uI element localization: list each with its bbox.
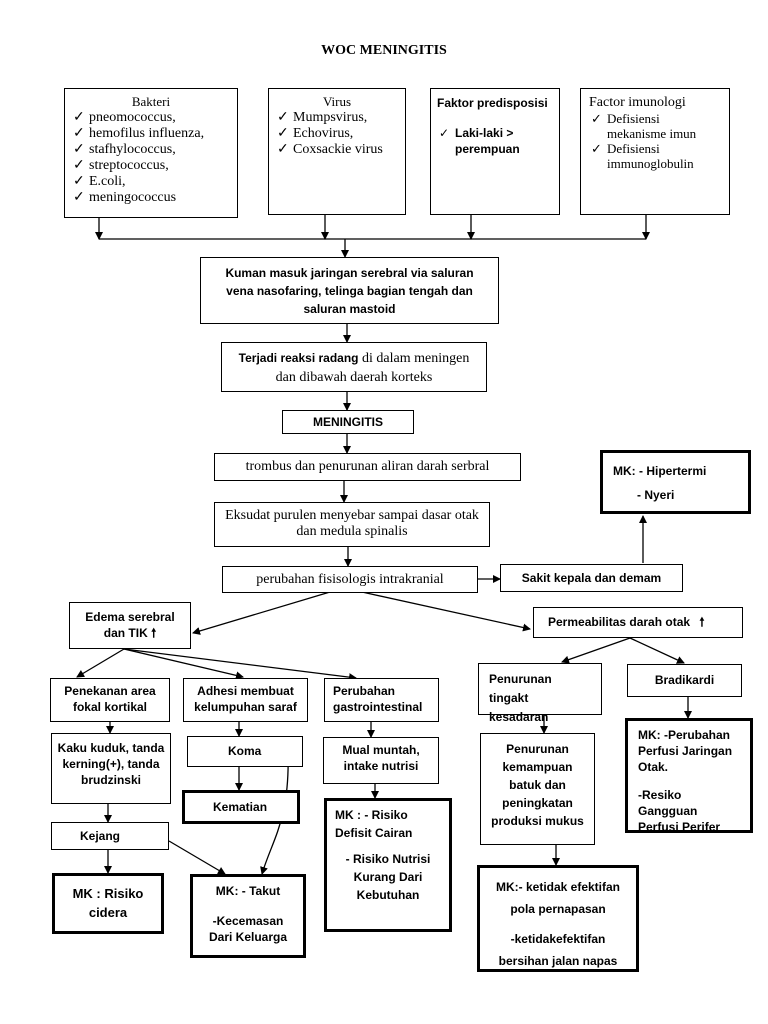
penekanan-box: Penekanan area fokal kortikal <box>50 678 170 722</box>
virus-box: Virus ✓Mumpsvirus, ✓Echovirus, ✓Coxsacki… <box>268 88 406 215</box>
kematian-box: Kematian <box>182 790 300 824</box>
meningitis-box: MENINGITIS <box>282 410 414 434</box>
predisposisi-heading: Faktor predisposisi <box>437 96 548 110</box>
up-arrow-icon: 🠕 <box>699 615 705 629</box>
permeabilitas-text: Permeabilitas darah otak <box>548 615 691 629</box>
penurunan-kesadaran-box: Penurunan tingakt kesadaran <box>478 663 602 724</box>
radang-text-a: Terjadi reaksi radang <box>238 351 359 365</box>
mk-takut-box: MK: - Takut -Kecemasan Dari Keluarga <box>190 874 306 958</box>
radang-box: Terjadi reaksi radang di dalam meningen … <box>221 342 487 392</box>
radang-text-b: di dalam meningen dan dibawah daerah kor… <box>275 351 470 385</box>
mk-perfusi-box: MK: -Perubahan Perfusi Jaringan Otak. -R… <box>625 718 753 834</box>
koma-box: Koma <box>187 736 303 767</box>
bakteri-item: ✓meningococcus <box>73 190 177 205</box>
mk-napas-box: MK:- ketidak efektifan pola pernapasan -… <box>477 865 639 972</box>
mk-cairan-line: MK : - Risiko Defisit Cairan <box>335 808 413 840</box>
mk-jalan-napas-line: -ketidakefektifan bersihan jalan napas <box>498 932 618 968</box>
predisposisi-item: ✓Laki-laki > perempuan <box>439 126 520 156</box>
trombus-box: trombus dan penurunan aliran darah serbr… <box>214 453 521 481</box>
check-icon: ✓ <box>439 126 450 140</box>
perubahan-gi-box: Perubahan gastrointestinal <box>324 678 439 722</box>
virus-item: ✓Coxsackie virus <box>277 142 383 157</box>
mk-hipertermi-line: MK: - Hipertermi <box>613 464 707 478</box>
bakteri-item: ✓pneomococcus, <box>73 110 176 125</box>
bakteri-item: ✓streptococcus, <box>73 158 169 173</box>
mk-hipertermi-box: MK: - Hipertermi - Nyeri <box>600 450 751 514</box>
check-icon: ✓ <box>73 190 85 205</box>
check-icon: ✓ <box>277 110 289 125</box>
check-icon: ✓ <box>73 142 85 157</box>
predisposisi-box: Faktor predisposisi ✓Laki-laki > perempu… <box>430 88 560 215</box>
penurunan-batuk-box: Penurunan kemampuan batuk dan peningkata… <box>480 733 595 845</box>
kaku-kuduk-box: Kaku kuduk, tanda kerning(+), tanda brud… <box>51 733 171 804</box>
edema-box: Edema serebral dan TIK 🠕 <box>69 602 191 649</box>
fisiologis-box: perubahan fisisologis intrakranial <box>222 566 478 593</box>
mk-nyeri-line: - Nyeri <box>637 488 675 502</box>
virus-item: ✓Echovirus, <box>277 126 354 141</box>
mk-perfusi-perifer-line: -Resiko Gangguan Perfusi Perifer <box>638 788 721 834</box>
bakteri-item: ✓hemofilus influenza, <box>73 126 205 141</box>
virus-heading: Virus <box>322 94 352 109</box>
check-icon: ✓ <box>73 110 85 125</box>
check-icon: ✓ <box>591 111 602 126</box>
check-icon: ✓ <box>277 142 289 157</box>
check-icon: ✓ <box>73 174 85 189</box>
check-icon: ✓ <box>73 126 85 141</box>
diagram-title: WOC MENINGITIS <box>321 43 447 58</box>
eksudat-box: Eksudat purulen menyebar sampai dasar ot… <box>214 502 490 547</box>
bradikardi-box: Bradikardi <box>627 664 742 697</box>
mk-takut-line: MK: - Takut <box>215 884 281 898</box>
permeabilitas-box: Permeabilitas darah otak 🠕 <box>533 607 743 638</box>
up-arrow-icon: 🠕 <box>151 626 157 640</box>
sakit-kepala-box: Sakit kepala dan demam <box>500 564 683 592</box>
bakteri-item: ✓stafhylococcus, <box>73 142 176 157</box>
edema-text: Edema serebral dan TIK <box>85 610 175 640</box>
mual-box: Mual muntah, intake nutrisi <box>323 737 439 784</box>
mk-cidera-box: MK : Risiko cidera <box>52 873 164 934</box>
check-icon: ✓ <box>591 141 602 156</box>
mk-kecemasan-line: -Kecemasan Dari Keluarga <box>208 914 288 944</box>
adhesi-box: Adhesi membuat kelumpuhan saraf <box>183 678 308 722</box>
check-icon: ✓ <box>73 158 85 173</box>
imunologi-heading: Factor imunologi <box>589 95 686 110</box>
bakteri-heading: Bakteri <box>131 94 171 109</box>
mk-pola-napas-line: MK:- ketidak efektifan pola pernapasan <box>495 880 621 916</box>
mk-perfusi-line: MK: -Perubahan Perfusi Jaringan Otak. <box>638 728 733 774</box>
bakteri-item: ✓E.coli, <box>73 174 126 189</box>
kuman-box: Kuman masuk jaringan serebral via salura… <box>200 257 499 324</box>
bakteri-box: Bakteri ✓pneomococcus, ✓hemofilus influe… <box>64 88 238 218</box>
imunologi-box: Factor imunologi ✓Defisiensi mekanisme i… <box>580 88 730 215</box>
imunologi-item: ✓Defisiensi immunoglobulin <box>591 141 694 171</box>
mk-nutrisi-line: - Risiko Nutrisi Kurang Dari Kebutuhan <box>345 852 431 902</box>
check-icon: ✓ <box>277 126 289 141</box>
imunologi-item: ✓Defisiensi mekanisme imun <box>591 111 697 141</box>
kejang-box: Kejang <box>51 822 169 850</box>
virus-item: ✓Mumpsvirus, <box>277 110 368 125</box>
mk-cairan-box: MK : - Risiko Defisit Cairan - Risiko Nu… <box>324 798 452 932</box>
